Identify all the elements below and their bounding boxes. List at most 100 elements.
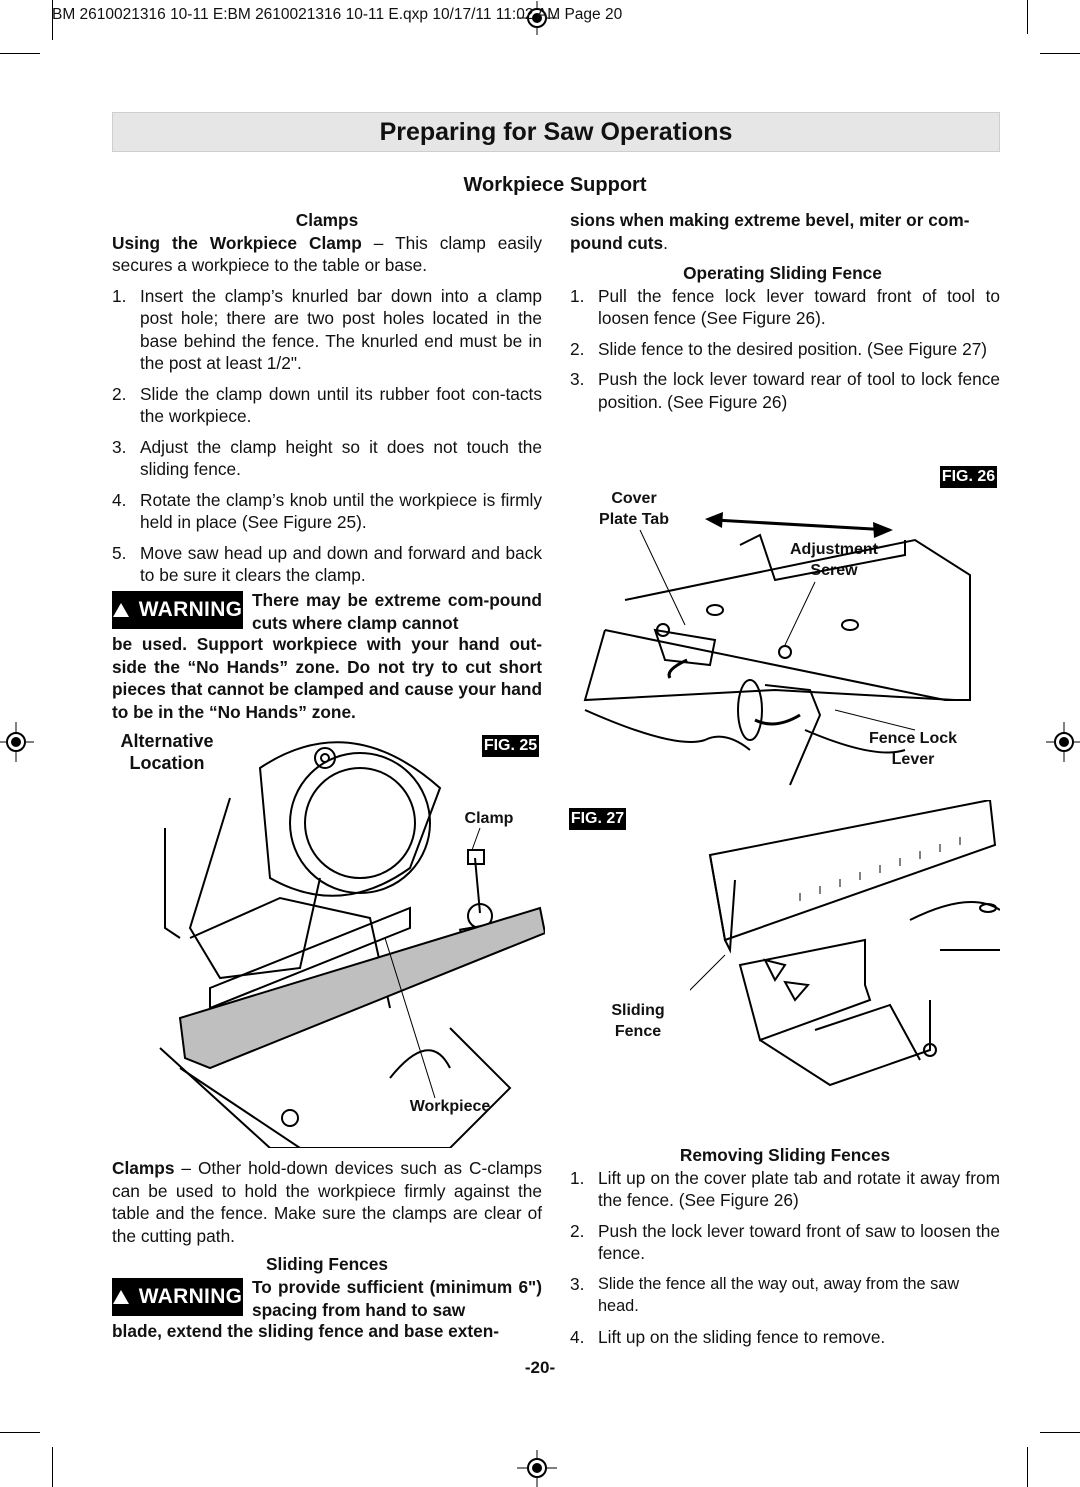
step-number: 3. [570,1273,585,1294]
warning-continuation-bold: sions when making extreme bevel, miter o… [570,210,970,253]
label-line: Location [129,753,205,773]
crop-mark [1040,1432,1080,1433]
list-item: 1. Pull the fence lock lever toward front… [570,285,1000,330]
fig26-label: FIG. 26 [940,466,997,488]
step-text: Adjust the clamp height so it does not t… [140,436,542,480]
step-number: 2. [112,383,127,404]
registration-mark-icon [0,722,34,762]
step-text: Slide fence to the desired position. (Se… [598,338,988,359]
clamp-intro: Using the Workpiece Clamp – This clamp e… [112,232,542,277]
list-item: 3. Adjust the clamp height so it does not… [112,436,542,481]
right-column-bottom: Removing Sliding Fences 1. Lift up on the… [570,1144,1000,1356]
step-number: 4. [112,489,127,510]
step-text: Lift up on the sliding fence to remove. [598,1326,886,1347]
crop-mark [0,1432,40,1433]
fig27-sliding-fence-label: Sliding Fence [588,1000,688,1042]
list-item: 3. Push the lock lever toward rear of too… [570,368,1000,413]
fig25-workpiece-label: Workpiece [409,1098,491,1115]
step-text: Insert the clamp’s knurled bar down into… [140,285,542,374]
right-column-top: sions when making extreme bevel, miter o… [570,209,1000,421]
clamps-other-text: – Other hold-down devices such as C-clam… [112,1158,542,1246]
crop-mark [52,0,53,40]
clamps-heading: Clamps [295,210,359,230]
warning1-text: be used. Support workpiece with your han… [112,634,542,722]
label-line: Cover [611,490,657,507]
list-item: 2. Push the lock lever toward front of sa… [570,1220,1000,1265]
label-line: Fence Lock [868,730,958,747]
step-text: Lift up on the cover plate tab and rotat… [598,1167,1000,1211]
print-header: BM 2610021316 10-11 E:BM 2610021316 10-1… [52,6,623,23]
fig27-label: FIG. 27 [569,808,626,830]
list-item: 2. Slide fence to the desired position. (… [570,338,1000,361]
clamps-other-bold: Clamps [112,1158,175,1178]
list-item: 1. Lift up on the cover plate tab and rot… [570,1167,1000,1212]
label-line: Adjustment [790,541,878,558]
step-number: 4. [570,1326,585,1347]
fig26-cover-plate-tab-label: Cover Plate Tab [584,488,684,530]
step-number: 2. [570,338,585,359]
list-item: 3. Slide the fence all the way out, away … [570,1273,1000,1318]
list-item: 4. Lift up on the sliding fence to remove… [570,1326,1000,1349]
warning-label: WARNING [138,598,243,621]
label-line: Fence [614,1023,662,1040]
clamp-intro-bold: Using the Workpiece Clamp [112,232,362,253]
removing-sliding-fences-heading: Removing Sliding Fences [679,1145,891,1165]
warning-badge: WARNING [112,591,243,629]
fence-lock-illustration [583,512,971,786]
operating-sliding-fence-heading: Operating Sliding Fence [683,263,882,283]
warning1-side-text: There may be extreme com-pound cuts wher… [252,590,542,633]
fig25-label: FIG. 25 [482,735,539,757]
label-line: Plate Tab [599,511,669,528]
warning-continuation-tail: . [663,232,668,253]
warning-continuation: sions when making extreme bevel, miter o… [570,209,1000,254]
miter-saw-clamp-illustration [159,741,545,1148]
step-number: 1. [570,285,585,306]
crop-mark [0,53,40,54]
warning-triangle-icon [112,1290,129,1304]
warning2-side-text: To provide sufficient (minimum 6") spaci… [252,1277,542,1320]
step-text: Push the lock lever toward rear of tool … [598,369,1000,412]
fig25-alt-location-label: Alternative Location [112,730,222,774]
step-text: Rotate the clamp’s knob until the workpi… [140,489,542,533]
step-number: 1. [112,285,127,306]
list-item: 5.Move saw head up and down and forward … [112,542,542,587]
removing-steps: 1. Lift up on the cover plate tab and rot… [570,1167,1000,1349]
left-column-top: Clamps Using the Workpiece Clamp – This … [112,209,542,595]
crop-mark [1040,53,1080,54]
step-number: 2. [570,1220,585,1241]
label-line: Alternative [120,731,214,751]
clamp-steps: 1. Insert the clamp’s knurled bar down in… [112,285,542,587]
clamps-other-paragraph: Clamps – Other hold-down devices such as… [112,1157,542,1247]
crop-mark [1027,1447,1028,1487]
label-line: Lever [891,751,935,768]
list-item: 4. Rotate the clamp’s knob until the work… [112,489,542,534]
clamp-intro-text: – This clamp easily secures a workpiece … [112,232,542,276]
crop-mark [1027,0,1028,34]
list-item: 2. Slide the clamp down until its rubber … [112,383,542,428]
label-line: Sliding [611,1002,665,1019]
fig26-fence-lock-lever-label: Fence Lock Lever [853,728,973,770]
sliding-fence-illustration [690,800,1000,1087]
page-title-bar: Preparing for Saw Operations [112,112,1000,152]
registration-mark-icon [1046,722,1080,762]
step-text: Pull the fence lock lever toward front o… [598,285,1000,329]
page-number: -20- [524,1358,556,1377]
step-text: Slide the fence all the way out, away fr… [598,1274,960,1316]
page-title: Preparing for Saw Operations [379,117,733,146]
step-number: 3. [112,436,127,457]
list-item: 1. Insert the clamp’s knurled bar down in… [112,285,542,375]
warning2-text: blade, extend the sliding fence and base… [112,1321,500,1341]
section-title: Workpiece Support [463,174,647,196]
registration-mark-icon [517,1,557,35]
sliding-fences-heading: Sliding Fences [266,1254,388,1274]
step-text: Push the lock lever toward front of saw … [598,1220,1000,1264]
step-text: Move saw head up and down and forward an… [140,542,542,586]
crop-mark [52,1447,53,1487]
step-text: Slide the clamp down until its rubber fo… [140,383,542,427]
step-number: 3. [570,369,585,389]
warning-triangle-icon [112,603,129,617]
step-number: 1. [570,1167,585,1188]
registration-mark-icon [517,1450,557,1487]
fig25-clamp-label: Clamp [464,810,514,827]
operating-steps: 1. Pull the fence lock lever toward front… [570,285,1000,414]
